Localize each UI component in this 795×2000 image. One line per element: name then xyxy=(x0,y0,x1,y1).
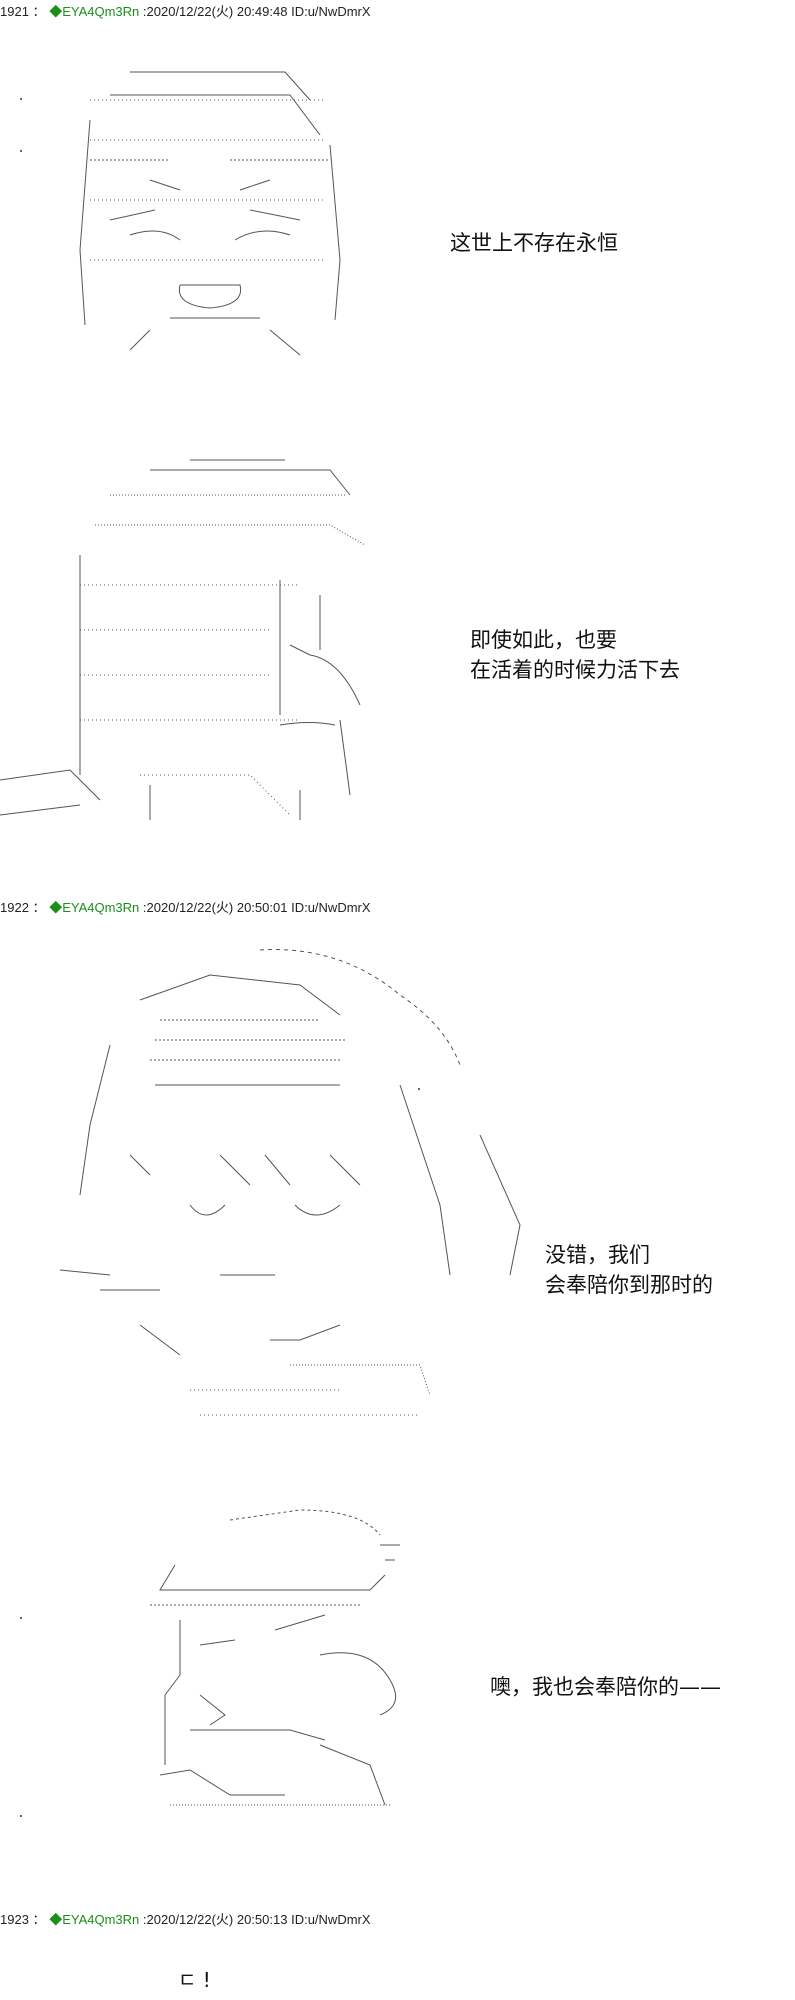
poster-id[interactable]: ID:u/NwDmrX xyxy=(291,900,371,915)
dialogue-line: 即使如此，也要 xyxy=(470,628,617,652)
dialogue-3: 没错，我们 会奉陪你到那时的 xyxy=(545,1240,713,1300)
post-datetime: :2020/12/22(火) 20:50:01 xyxy=(142,900,288,915)
stray-dot xyxy=(418,1088,420,1090)
post-header-1921: 1921 ： ◆EYA4Qm3Rn :2020/12/22(火) 20:49:4… xyxy=(0,4,371,20)
dialogue-line: 会奉陪你到那时的 xyxy=(545,1273,713,1297)
post-number: 1923 xyxy=(0,1912,29,1927)
dialogue-line: 噢，我也会奉陪你的—— xyxy=(490,1675,721,1699)
poster-id[interactable]: ID:u/NwDmrX xyxy=(291,4,371,19)
trip-diamond-icon: ◆ xyxy=(49,4,63,19)
stray-dot xyxy=(20,98,22,100)
dialogue-line: 这世上不存在永恒 xyxy=(450,231,618,255)
poster-id[interactable]: ID:u/NwDmrX xyxy=(291,1912,371,1927)
post-header-1922: 1922 ： ◆EYA4Qm3Rn :2020/12/22(火) 20:50:0… xyxy=(0,900,371,916)
dialogue-4: 噢，我也会奉陪你的—— xyxy=(490,1672,721,1702)
trip-diamond-icon: ◆ xyxy=(49,1912,63,1927)
ascii-art-panel-3 xyxy=(40,945,540,1425)
post-header-1923: 1923 ： ◆EYA4Qm3Rn :2020/12/22(火) 20:50:1… xyxy=(0,1912,371,1928)
ascii-art-panel-4 xyxy=(120,1505,420,1815)
stray-dot xyxy=(20,150,22,152)
poster-name[interactable]: EYA4Qm3Rn xyxy=(62,4,140,19)
dialogue-2: 即使如此，也要 在活着的时候力活下去 xyxy=(470,625,680,685)
stray-dot xyxy=(20,1617,22,1619)
post-datetime: :2020/12/22(火) 20:49:48 xyxy=(142,4,288,19)
stray-dot xyxy=(20,1815,22,1817)
post-datetime: :2020/12/22(火) 20:50:13 xyxy=(142,1912,288,1927)
dialogue-line: 没错，我们 xyxy=(545,1243,650,1267)
dialogue-line: 在活着的时候力活下去 xyxy=(470,658,680,682)
post-number: 1921 xyxy=(0,4,29,19)
post-separator: ： xyxy=(32,1912,46,1927)
poster-name[interactable]: EYA4Qm3Rn xyxy=(62,1912,140,1927)
poster-name[interactable]: EYA4Qm3Rn xyxy=(62,900,140,915)
dialogue-1: 这世上不存在永恒 xyxy=(450,228,618,258)
post-separator: ： xyxy=(32,900,46,915)
trailing-art-fragment: ㄷ ! xyxy=(178,1968,211,1992)
post-number: 1922 xyxy=(0,900,29,915)
trip-diamond-icon: ◆ xyxy=(49,900,63,915)
ascii-art-panel-1 xyxy=(70,60,350,360)
ascii-art-panel-2 xyxy=(0,455,395,830)
post-separator: ： xyxy=(32,4,46,19)
